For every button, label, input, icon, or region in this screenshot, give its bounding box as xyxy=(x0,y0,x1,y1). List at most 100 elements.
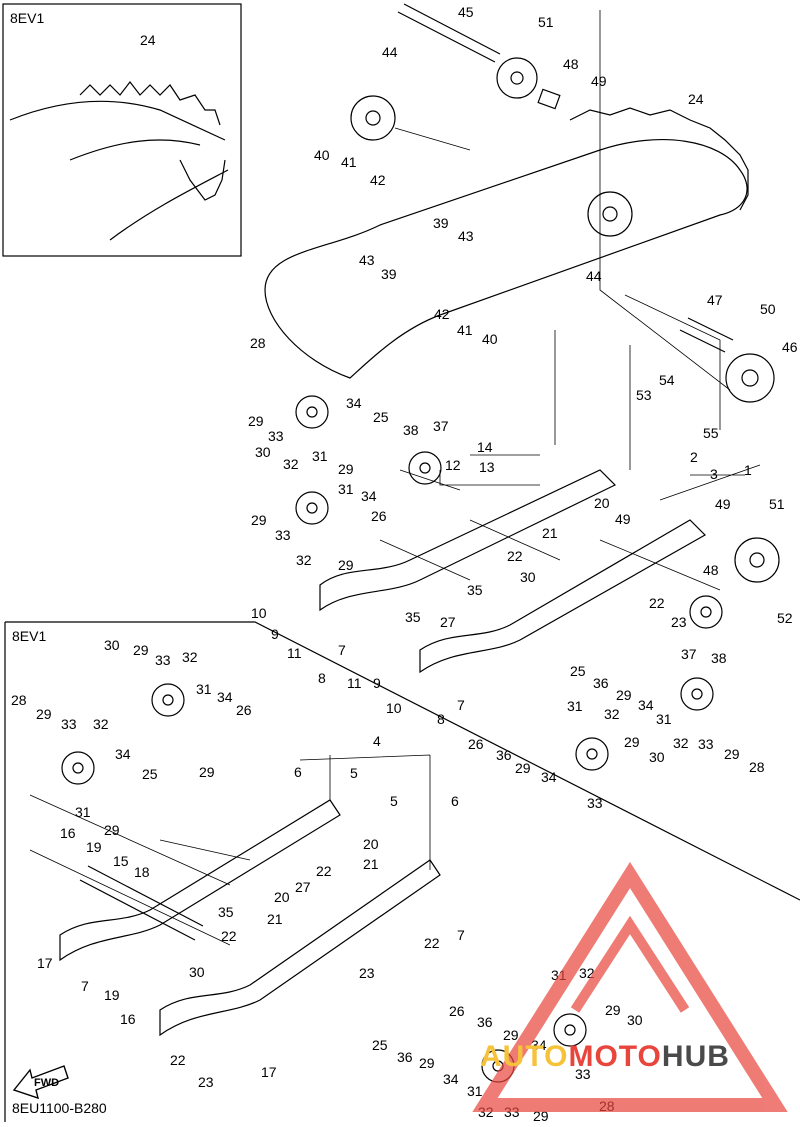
part-callout-c70: 8 xyxy=(318,670,326,686)
part-callout-c96: 32 xyxy=(182,649,198,665)
part-callout-c18: 42 xyxy=(434,306,450,322)
slide-rail-upper-right xyxy=(419,519,706,674)
part-callout-c102: 33 xyxy=(61,716,77,732)
part-callout-c65: 11 xyxy=(287,645,302,661)
part-callout-c88: 29 xyxy=(724,746,740,762)
watermark-triangle-outer xyxy=(472,861,788,1112)
watermark-text: AUTOMOTOHUB xyxy=(480,1040,730,1074)
part-callout-c118: 15 xyxy=(113,853,129,869)
part-callout-c85: 34 xyxy=(541,769,557,785)
watermark-part-hub: HUB xyxy=(661,1040,730,1073)
part-callout-c146: 17 xyxy=(261,1064,277,1080)
part-callout-c25: 34 xyxy=(346,395,362,411)
fwd-label: FWD xyxy=(34,1077,59,1089)
part-callout-c129: 30 xyxy=(189,964,205,980)
part-callout-c40: 3 xyxy=(710,466,718,482)
wheel-32-g-hub xyxy=(564,1024,576,1036)
part-callout-c35: 2 xyxy=(690,449,698,465)
part-callout-c32: 14 xyxy=(477,439,493,455)
wheel-32-c-hub xyxy=(691,688,703,700)
idler-wheel-51-top xyxy=(496,57,538,99)
part-callout-c27: 29 xyxy=(248,413,264,429)
part-callout-c83: 36 xyxy=(496,747,512,763)
part-callout-c127: 22 xyxy=(424,935,440,951)
inset-frame-bottom xyxy=(5,621,800,901)
collar-48 xyxy=(537,88,561,110)
part-callout-c104: 29 xyxy=(199,764,215,780)
part-callout-c131: 7 xyxy=(81,978,89,994)
slide-rail-lower-left xyxy=(59,799,341,962)
part-callout-c10: 42 xyxy=(370,172,386,188)
part-callout-c61: 22 xyxy=(649,595,665,611)
slide-rail-upper-left xyxy=(319,469,617,612)
watermark-part-auto: AUTO xyxy=(480,1040,569,1073)
wheel-37-a xyxy=(408,451,442,485)
wheel-37-a-hub xyxy=(419,462,431,474)
part-callout-c19: 41 xyxy=(457,322,473,338)
part-callout-c133: 26 xyxy=(449,1003,465,1019)
wheel-32-f xyxy=(61,751,95,785)
part-callout-c147: 34 xyxy=(443,1071,459,1087)
part-callout-c6: 49 xyxy=(591,73,607,89)
part-callout-c150: 31 xyxy=(467,1083,483,1099)
part-callout-c144: 29 xyxy=(419,1055,435,1071)
part-callout-c97: 31 xyxy=(196,681,212,697)
wheel-32-f-hub xyxy=(72,762,84,774)
main-track-belt xyxy=(264,139,748,379)
part-callout-c24: 53 xyxy=(636,387,652,403)
idler-wheel-51-right-hub xyxy=(749,552,765,568)
part-callout-c14: 39 xyxy=(381,266,397,282)
part-callout-c76: 10 xyxy=(386,700,402,716)
part-callout-c29: 38 xyxy=(403,422,419,438)
inset-track-top xyxy=(9,100,229,241)
part-callout-c13: 43 xyxy=(359,252,375,268)
part-callout-c114: 16 xyxy=(60,825,76,841)
part-callout-c101: 26 xyxy=(236,702,252,718)
wheel-32-a-hub xyxy=(306,406,318,418)
part-callout-c3: 51 xyxy=(538,14,554,30)
part-callout-c28: 37 xyxy=(433,418,449,434)
part-callout-c100: 29 xyxy=(36,706,52,722)
part-callout-c36: 12 xyxy=(445,457,461,473)
part-callout-c42: 31 xyxy=(338,481,354,497)
part-callout-c9: 41 xyxy=(341,154,357,170)
part-callout-c126: 7 xyxy=(457,927,465,943)
part-callout-c48: 33 xyxy=(275,527,291,543)
part-callout-c72: 9 xyxy=(373,675,381,691)
part-callout-c77: 7 xyxy=(457,697,465,713)
part-callout-c78: 8 xyxy=(437,711,445,727)
part-callout-c140: 29 xyxy=(503,1027,519,1043)
part-callout-c2: 45 xyxy=(458,4,474,20)
part-callout-c98: 34 xyxy=(217,689,233,705)
inset-label-top: 8EV1 xyxy=(10,10,45,26)
part-callout-c33: 31 xyxy=(312,448,328,464)
part-callout-c55: 48 xyxy=(703,562,719,578)
part-callout-c37: 13 xyxy=(479,459,495,475)
part-callout-c82: 26 xyxy=(468,736,484,752)
part-callout-c89: 29 xyxy=(624,734,640,750)
part-callout-c113: 6 xyxy=(451,793,459,809)
idler-wheel-44-top-hub xyxy=(365,110,381,126)
part-callout-c149: 23 xyxy=(198,1074,214,1090)
part-callout-c105: 34 xyxy=(115,746,131,762)
part-callout-c8: 40 xyxy=(314,147,330,163)
part-callout-c64: 9 xyxy=(271,626,279,642)
part-callout-c135: 36 xyxy=(477,1014,493,1030)
part-callout-c86: 32 xyxy=(673,735,689,751)
part-callout-c95: 33 xyxy=(155,652,171,668)
part-callout-c75: 34 xyxy=(638,697,654,713)
part-callout-c53: 32 xyxy=(296,552,312,568)
main-track-lugs xyxy=(569,107,749,211)
part-callout-c15: 44 xyxy=(586,268,602,284)
idler-wheel-50-hub xyxy=(741,369,759,387)
watermark-logo xyxy=(472,861,788,1112)
part-callout-c79: 31 xyxy=(656,711,672,727)
part-callout-c125: 22 xyxy=(221,928,237,944)
part-callout-c26: 25 xyxy=(373,409,389,425)
idler-wheel-51-right xyxy=(734,537,780,583)
wheel-32-e-hub xyxy=(162,694,174,706)
part-callout-c90: 30 xyxy=(649,749,665,765)
part-callout-c107: 6 xyxy=(294,764,302,780)
part-callout-c143: 36 xyxy=(397,1049,413,1065)
